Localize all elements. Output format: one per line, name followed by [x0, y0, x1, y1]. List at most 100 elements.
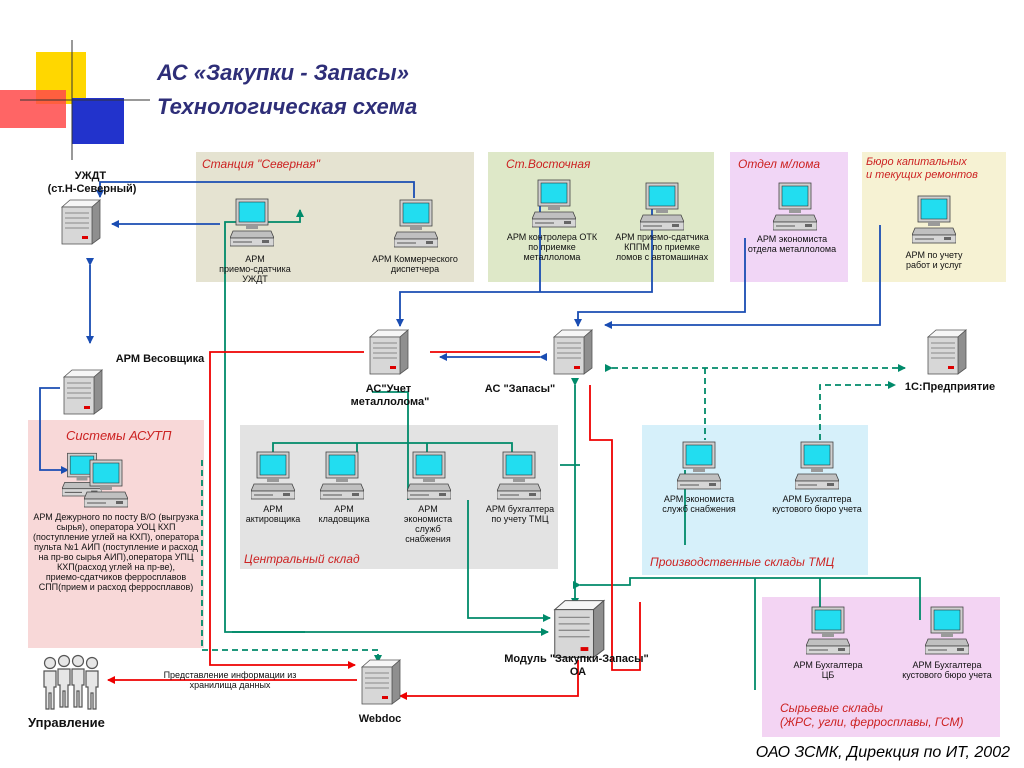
zone-proizv-title: Производственные склады ТМЦ [650, 555, 835, 569]
label-line: диспетчера [391, 264, 439, 274]
label-line: кустового бюро учета [902, 670, 992, 680]
server-zapasy[interactable] [553, 329, 593, 375]
label-line: экономиста [404, 514, 452, 524]
server-metalloloma[interactable] [369, 329, 409, 375]
label-line: по приемке [528, 242, 576, 252]
ws-uchet-rabot[interactable] [912, 195, 956, 244]
label-line: приемо-сдатчиков ферросплавов [46, 572, 187, 582]
label-line: пульта №1 АИП (поступление и расход [34, 542, 199, 552]
page-title-line1: АС «Закупки - Запасы» [157, 60, 409, 85]
label-line: АРМ приемо-сдатчика [615, 232, 709, 242]
label-line: снабжения [405, 534, 451, 544]
zone-syrevye-title: Сырьевые склады (ЖРС, угли, ферросплавы,… [780, 701, 964, 729]
label-line: АРМ Бухгалтера [794, 660, 863, 670]
upravlenie-label: Управление [28, 715, 105, 730]
server-vesovshchik-label: АРМ Весовщика [116, 353, 205, 365]
label-line: на пр-во сырья АИП),оператора УПЦ [38, 552, 193, 562]
server-webdoc-label: Webdoc [359, 713, 402, 725]
label-line: сырья), оператора УОЦ КХП [56, 522, 175, 532]
zone-asutp-title: Системы АСУТП [66, 428, 172, 443]
server-webdoc[interactable] [361, 659, 401, 705]
server-uzhdt[interactable] [61, 199, 101, 245]
ws-kontroler-otk[interactable] [532, 179, 576, 228]
ws-kladovshchik[interactable] [320, 451, 364, 500]
server-zapasy-label: АС "Запасы" [485, 383, 555, 395]
label-line: АРМ контролера ОТК [507, 232, 598, 242]
label-line: АРМ экономиста [757, 234, 827, 244]
label-line: Представление информации из [164, 670, 297, 680]
footer-credit: ОАО ЗСМК, Дирекция по ИТ, 2002 [755, 744, 1010, 761]
label-line: АРМ [334, 504, 353, 514]
decor-logo [0, 40, 150, 160]
server-metalloloma-label: АС"Учет металлолома" [351, 383, 430, 408]
ws-aktirovshchik[interactable] [251, 451, 295, 500]
zone-asutp [28, 420, 204, 648]
zone-byuro-title: Бюро капитальных и текущих ремонтов [866, 156, 978, 181]
label-line: АРМ Коммерческого [372, 254, 458, 264]
ws-ekonom-snab-c[interactable] [407, 451, 451, 500]
ws-buh-kust-s[interactable] [925, 606, 969, 655]
server-modul-label: Модуль "Закупки-Запасы" ОА [504, 653, 652, 678]
ws-buh-cb[interactable] [806, 606, 850, 655]
page-title: АС «Закупки - Запасы» Технологическая сх… [157, 56, 417, 124]
label-line: АРМ Бухгалтера [913, 660, 982, 670]
page-title-line2: Технологическая схема [157, 94, 418, 119]
label-line: КХП(расход углей на пр-ве), [57, 562, 175, 572]
ws-kommerch[interactable] [394, 199, 438, 248]
server-vesovshchik[interactable] [63, 369, 103, 415]
label-line: служб снабжения [662, 504, 736, 514]
zone-central-title: Центральный склад [244, 552, 360, 566]
ws-priemo-uzhdt[interactable] [230, 198, 274, 247]
label-line: металлолома [524, 252, 581, 262]
ws-buh-kust-p[interactable] [795, 441, 839, 490]
label-line: УЖДТ [242, 274, 268, 284]
server-modul[interactable] [554, 599, 605, 659]
ws-ekonom-snab-p[interactable] [677, 441, 721, 490]
label-line: АРМ [245, 254, 264, 264]
zone-severnaya-title: Станция "Северная" [202, 157, 321, 171]
server-predpriyatie-label: 1С:Предприятие [905, 381, 995, 393]
label-line: ЦБ [822, 670, 835, 680]
label-line: СПП(прием и расход ферросплавов) [39, 582, 194, 592]
ws-ekonom-otdela[interactable] [773, 182, 817, 231]
label-line: по учету ТМЦ [491, 514, 548, 524]
label-line: отдела металлолома [748, 244, 836, 254]
label-line: АРМ Дежурного по посту В/О (выгрузка [33, 512, 198, 522]
label-line: хранилища данных [190, 680, 271, 690]
label-line: (поступление углей на КХП), оператора [33, 532, 199, 542]
label-line: ломов с автомашинах [616, 252, 709, 262]
label-line: КППМ по приемке [624, 242, 700, 252]
label-line: кладовщика [319, 514, 370, 524]
label-line: АРМ экономиста [664, 494, 734, 504]
ws-dezhurnyi[interactable] [84, 459, 128, 508]
people-icon [43, 654, 99, 710]
server-uzhdt-label: УЖДТ (ст.Н-Северный) [48, 170, 137, 195]
label-line: АРМ [263, 504, 282, 514]
label-line: АРМ [418, 504, 437, 514]
label-line: приемо-сдатчика [219, 264, 291, 274]
label-line: кустового бюро учета [772, 504, 862, 514]
ws-priemo-kppm[interactable] [640, 182, 684, 231]
ws-buh-tmc[interactable] [497, 451, 541, 500]
label-line: актировщика [246, 514, 301, 524]
zone-vostochnaya-title: Ст.Восточная [506, 157, 591, 171]
label-line: служб [415, 524, 441, 534]
server-predpriyatie[interactable] [927, 329, 967, 375]
label-line: АРМ Бухгалтера [783, 494, 852, 504]
